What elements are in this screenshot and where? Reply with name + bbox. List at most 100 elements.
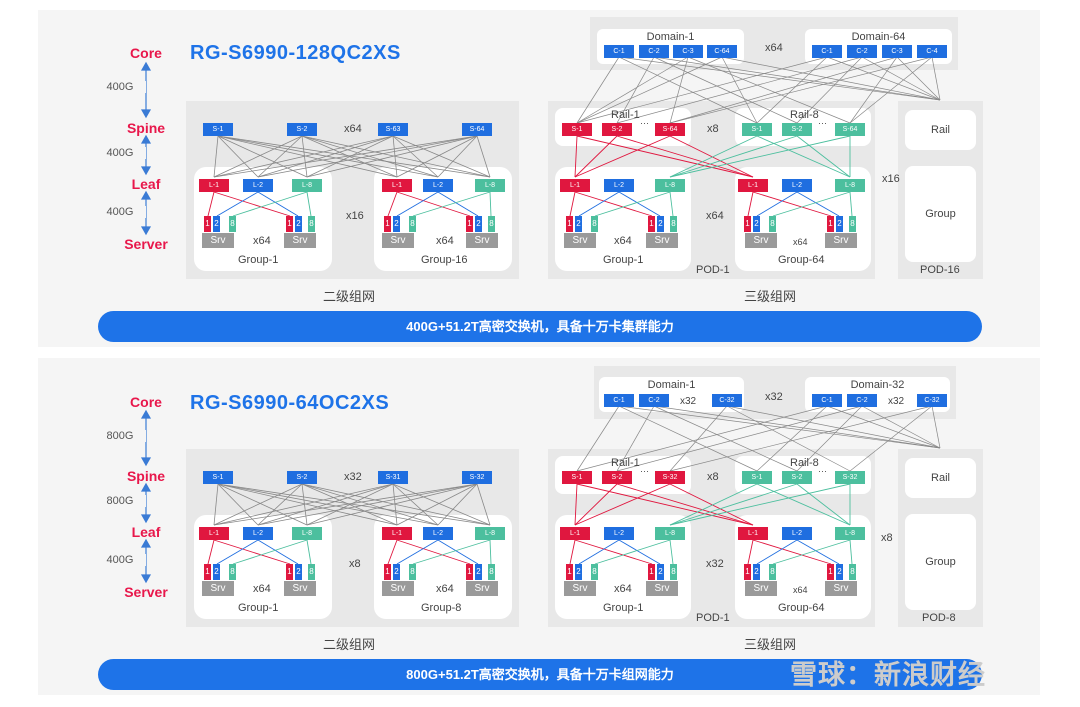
top-pg1-srv1-port1: 1 xyxy=(566,216,573,232)
bottom-d1-mult: x32 xyxy=(680,396,697,407)
bottom-pg1-srv2-port1: 1 xyxy=(648,564,655,580)
top-two-tier-group-mult: x16 xyxy=(346,210,364,222)
top-rail-mult: x8 xyxy=(707,123,719,135)
top-g16-srv2-port8: 8 xyxy=(488,216,495,232)
bottom-g8-srv1: Srv xyxy=(382,581,414,596)
bottom-pg1-l2: L-2 xyxy=(604,527,634,540)
top-g1-srv1-port8: 8 xyxy=(229,216,236,232)
top-g1-srv2-port2: 2 xyxy=(295,216,302,232)
bottom-domain-32-title: Domain-32 xyxy=(850,379,905,391)
top-r8-s2: S-2 xyxy=(782,123,812,136)
top-r8-s64: S-64 xyxy=(835,123,865,136)
top-g1-srv1-port2: 2 xyxy=(213,216,220,232)
top-g16-leaf-l1: L-1 xyxy=(382,179,412,192)
top-pg1-srv2: Srv xyxy=(646,233,678,248)
top-g1-label: Group-1 xyxy=(238,254,279,266)
top-pg64-srv1-port2: 2 xyxy=(753,216,760,232)
bottom-pg1-l1: L-1 xyxy=(560,527,590,540)
top-three-tier-caption: 三级组网 xyxy=(744,289,797,304)
bottom-pod8-rail: Rail xyxy=(905,458,976,498)
bottom-g8-label: Group-8 xyxy=(421,602,462,614)
bottom-spine-s32: S-32 xyxy=(462,471,492,484)
bottom-r1-s1: S-1 xyxy=(562,471,592,484)
top-g1-srv-mult: x64 xyxy=(253,235,271,247)
top-rail-1-title: Rail-1 xyxy=(611,109,640,121)
bottom-bw-core-spine: 800G xyxy=(94,430,146,442)
top-bw-leaf-server: 400G xyxy=(94,206,146,218)
top-pg64-srv1-port8: 8 xyxy=(769,216,776,232)
bottom-pg1-srv2-port8: 8 xyxy=(670,564,677,580)
bottom-rail-8-ellipsis: ··· xyxy=(818,466,827,476)
bottom-pg1-l8: L-8 xyxy=(655,527,685,540)
bottom-g8-srv2-port1: 1 xyxy=(466,564,473,580)
bottom-r8-s2: S-2 xyxy=(782,471,812,484)
top-bw-spine-leaf: 400G xyxy=(94,147,146,159)
top-g16-srv1-port8: 8 xyxy=(409,216,416,232)
bottom-g8-srv2-port8: 8 xyxy=(488,564,495,580)
bottom-pod8-label: POD-8 xyxy=(922,612,956,624)
top-pg1-srv-mult: x64 xyxy=(614,235,632,247)
top-pod-group-mult: x64 xyxy=(706,210,724,222)
bottom-r1-s2: S-2 xyxy=(602,471,632,484)
bottom-g1-srv2-port2: 2 xyxy=(295,564,302,580)
top-pg1-l2: L-2 xyxy=(604,179,634,192)
top-g1-leaf-l1: L-1 xyxy=(199,179,229,192)
bottom-g1-srv1-port2: 2 xyxy=(213,564,220,580)
bottom-domain-mult: x32 xyxy=(765,391,783,403)
bottom-pod-label: POD-1 xyxy=(696,612,730,624)
bottom-banner: 800G+51.2T高密交换机，具备十万卡组网能力 xyxy=(98,659,982,690)
top-g16-label: Group-16 xyxy=(421,254,468,266)
top-g1-leaf-l8: L-8 xyxy=(292,179,322,192)
top-g16-srv1-port1: 1 xyxy=(384,216,391,232)
top-pg64-srv2-port8: 8 xyxy=(849,216,856,232)
bottom-g1-srv1-port8: 8 xyxy=(229,564,236,580)
top-d1-c64: C-64 xyxy=(707,45,737,58)
level-spine: Spine xyxy=(126,120,166,136)
top-pod16-group-label: Group xyxy=(925,208,956,220)
top-d64-c3: C-3 xyxy=(882,45,912,58)
bottom-spine-s2: S-2 xyxy=(287,471,317,484)
bottom-d32-c32: C-32 xyxy=(917,394,947,407)
top-g1-srv2-port1: 1 xyxy=(286,216,293,232)
level-server: Server xyxy=(124,236,168,252)
top-pg64-srv-mult: x64 xyxy=(793,237,808,247)
top-pg64-l2: L-2 xyxy=(782,179,812,192)
bottom-d1-c2: C-2 xyxy=(639,394,669,407)
bottom-pg64-l2: L-2 xyxy=(782,527,812,540)
top-two-tier-caption: 二级组网 xyxy=(323,289,376,304)
bottom-d32-c2: C-2 xyxy=(847,394,877,407)
bottom-spine-s1: S-1 xyxy=(203,471,233,484)
bottom-r8-s32: S-32 xyxy=(835,471,865,484)
top-pg1-srv1-port2: 2 xyxy=(575,216,582,232)
top-spine-mult: x64 xyxy=(344,123,362,135)
bottom-g8-srv1-port2: 2 xyxy=(393,564,400,580)
bottom-g8-leaf-l2: L-2 xyxy=(423,527,453,540)
bottom-d1-c1: C-1 xyxy=(604,394,634,407)
bottom-g8-leaf-l8: L-8 xyxy=(475,527,505,540)
top-g1-srv1: Srv xyxy=(202,233,234,248)
bottom-d32-mult: x32 xyxy=(888,396,905,407)
top-pg64-srv2-port1: 1 xyxy=(827,216,834,232)
top-domain-mult: x64 xyxy=(765,42,783,54)
top-pg64-label: Group-64 xyxy=(778,254,825,266)
top-r8-s1: S-1 xyxy=(742,123,772,136)
top-spine-s64: S-64 xyxy=(462,123,492,136)
bottom-d1-c32: C-32 xyxy=(712,394,742,407)
top-banner: 400G+51.2T高密交换机，具备十万卡集群能力 xyxy=(98,311,982,342)
top-pg1-srv2-port2: 2 xyxy=(657,216,664,232)
top-d64-c1: C-1 xyxy=(812,45,842,58)
top-r1-s1: S-1 xyxy=(562,123,592,136)
bottom-g1-srv2-port8: 8 xyxy=(308,564,315,580)
bottom-g1-srv2-port1: 1 xyxy=(286,564,293,580)
bottom-two-tier-caption: 二级组网 xyxy=(323,637,376,652)
top-domain-1-title: Domain-1 xyxy=(646,31,695,43)
level-leaf-2: Leaf xyxy=(131,524,161,540)
bottom-pod-group-mult: x32 xyxy=(706,558,724,570)
bottom-g8-srv1-port1: 1 xyxy=(384,564,391,580)
watermark: 雪球：新浪财经 xyxy=(790,660,986,690)
top-pod16-label: POD-16 xyxy=(920,264,960,276)
